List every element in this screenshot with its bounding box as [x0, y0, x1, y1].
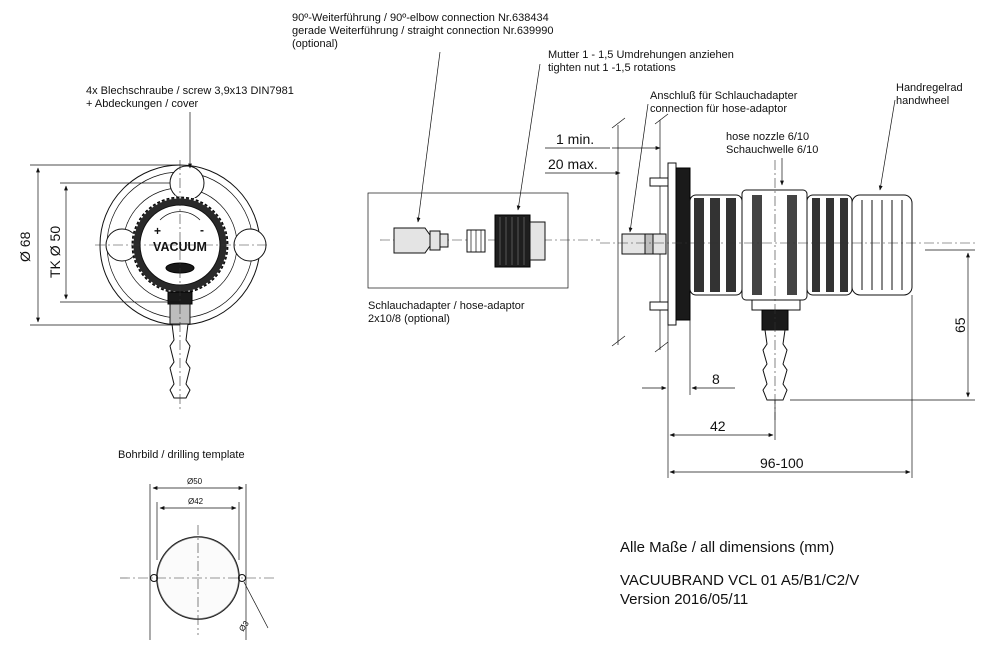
front-view: + - VACUUM: [95, 160, 270, 410]
center-grip-1: [752, 195, 762, 295]
elbow-step: [429, 230, 441, 251]
elbow-label-1: 90º-Weiterführung / 90º-elbow connection…: [292, 12, 549, 24]
elbow-pipe: [393, 227, 431, 254]
connection-label-2: connection für hose-adaptor: [650, 103, 787, 115]
mount-screw-top: [649, 177, 669, 187]
drill-hole-right: [238, 574, 246, 582]
body-grip-2: [710, 198, 720, 292]
front-dimensions: Ø 68 TK Ø 50: [17, 164, 180, 326]
handwheel-ribs: [861, 200, 903, 290]
grip-3b: [826, 198, 834, 292]
center-grip-2: [787, 195, 797, 295]
nut-label-1: Mutter 1 - 1,5 Umdrehungen anziehen: [548, 49, 734, 61]
body-grip-3: [726, 198, 736, 292]
dim-dt3-leader: [243, 581, 269, 629]
elbow-label-2: gerade Weiterführung / straight connecti…: [292, 25, 554, 37]
adaptor-frame: [367, 192, 569, 289]
adaptor-box: [367, 192, 600, 289]
dim-8-label: 8: [712, 371, 720, 387]
dim-20max-label: 20 max.: [548, 156, 598, 172]
dim-tk50-label: TK Ø 50: [47, 226, 63, 278]
connection-leader: [628, 103, 649, 233]
grip-3c: [840, 198, 848, 292]
drilling-title: Bohrbild / drilling template: [118, 449, 245, 461]
connection-label-1: Anschluß für Schlauchadapter: [650, 90, 798, 102]
dim-1min-label: 1 min.: [556, 131, 594, 147]
elbow-tip: [439, 233, 449, 248]
screw-label-2: + Abdeckungen / cover: [86, 98, 199, 110]
panel-break-marks: [611, 113, 669, 353]
inlet-ring: [644, 233, 654, 255]
adaptor-label-2: 2x10/8 (optional): [368, 313, 450, 325]
side-view: [600, 113, 975, 420]
minus-sign: -: [200, 223, 204, 237]
handwheel-label-1: Handregelrad: [896, 82, 963, 94]
side-dimensions: 1 min. 20 max. 65 8 42 96-100: [545, 131, 975, 478]
dim-65-label: 65: [952, 317, 968, 333]
nozzle-label-1: hose nozzle 6/10: [726, 131, 809, 143]
handwheel-label-2: handwheel: [896, 95, 949, 107]
flange-outer: [667, 162, 677, 326]
footer-model: VACUUBRAND VCL 01 A5/B1/C2/V: [620, 572, 859, 589]
dim-dt50-label: Ø50: [187, 477, 203, 486]
footer-all-dims: Alle Maße / all dimensions (mm): [620, 539, 834, 556]
grip-3a: [812, 198, 820, 292]
dim-96-label: 96-100: [760, 455, 804, 471]
adaptor-label-1: Schlauchadapter / hose-adaptor: [368, 300, 525, 312]
body-center: [741, 189, 808, 301]
dim-68-label: Ø 68: [17, 231, 33, 262]
side-nozzle-collar: [751, 299, 801, 311]
handwheel-leader: [878, 99, 896, 191]
dim-dt42-label: Ø42: [188, 497, 204, 506]
screw-label-1: 4x Blechschraube / screw 3,9x13 DIN7981: [86, 85, 294, 97]
nut-leader: [516, 63, 541, 211]
dim-42-label: 42: [710, 418, 726, 434]
plus-sign: +: [154, 224, 161, 238]
nozzle-label-2: Schauchwelle 6/10: [726, 144, 818, 156]
body-grip-1: [694, 198, 704, 292]
footer-version: Version 2016/05/11: [620, 591, 748, 608]
nut-label-2: tighten nut 1 -1,5 rotations: [548, 62, 676, 74]
elbow-leader: [416, 51, 441, 223]
inlet-tube: [621, 233, 667, 255]
nut-collar: [529, 221, 546, 261]
dim-dt3-label: Ø3: [237, 619, 251, 633]
mount-screw-bottom: [649, 301, 669, 311]
flange-body: [675, 167, 691, 321]
elbow-label-3: (optional): [292, 38, 338, 50]
screw-cover-top: [169, 165, 205, 201]
rotation-arc: [159, 211, 201, 221]
drilling-template: Bohrbild / drilling template Ø50 Ø42 Ø3: [118, 449, 276, 640]
